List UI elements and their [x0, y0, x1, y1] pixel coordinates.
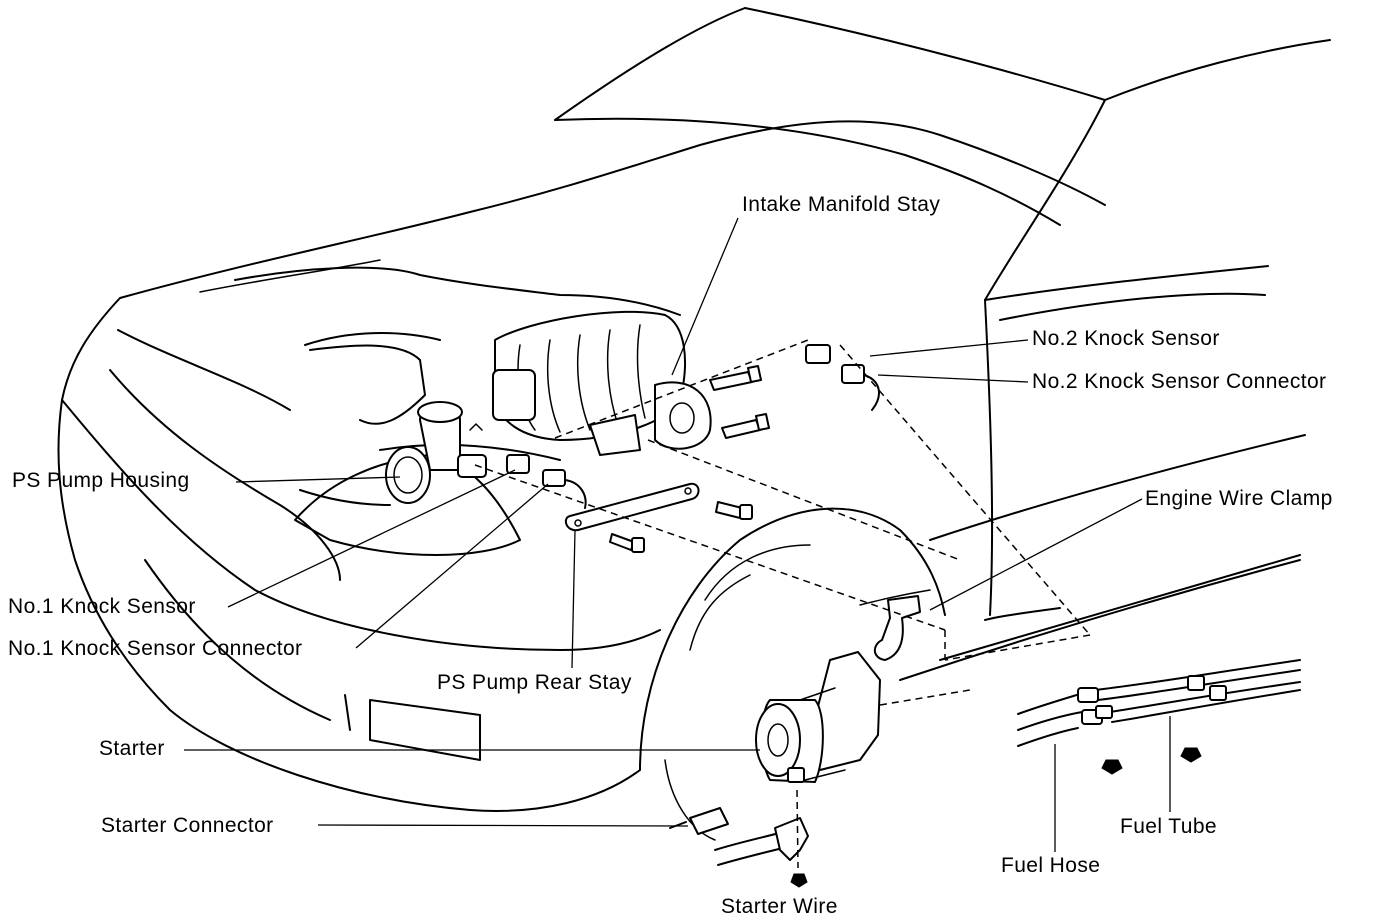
label-starter-wire: Starter Wire: [721, 895, 838, 918]
label-fuel-hose: Fuel Hose: [1001, 854, 1101, 877]
no2-knock-sensor-part: [805, 344, 880, 411]
intake-manifold-stay-part: [589, 381, 712, 456]
car-body-outline: [57, 7, 1331, 841]
label-ps-pump-rear-stay: PS Pump Rear Stay: [437, 671, 632, 694]
label-no1-knock-sensor-connector: No.1 Knock Sensor Connector: [8, 637, 303, 660]
label-no2-knock-sensor-connector: No.2 Knock Sensor Connector: [1032, 370, 1327, 393]
fuel-lines-part: [1017, 659, 1301, 775]
engine-block: [234, 266, 686, 506]
engine-wire-clamp-part: [859, 589, 931, 661]
no1-knock-sensor-part: [506, 454, 587, 509]
label-starter: Starter: [99, 737, 165, 760]
label-no1-knock-sensor: No.1 Knock Sensor: [8, 595, 196, 618]
label-intake-manifold-stay: Intake Manifold Stay: [742, 193, 941, 216]
starter-wire-part: [669, 807, 809, 888]
label-no2-knock-sensor: No.2 Knock Sensor: [1032, 327, 1220, 350]
label-engine-wire-clamp: Engine Wire Clamp: [1145, 487, 1333, 510]
bolts: [609, 365, 770, 553]
ps-pump-housing-part: [385, 401, 487, 504]
label-fuel-tube: Fuel Tube: [1120, 815, 1217, 838]
starter-part: [755, 651, 881, 783]
assembly-dashed-lines: [474, 339, 1091, 869]
label-starter-connector: Starter Connector: [101, 814, 274, 837]
label-ps-pump-housing: PS Pump Housing: [12, 469, 190, 492]
leader-lines: [184, 217, 1171, 852]
ps-pump-rear-stay-part: [564, 482, 700, 532]
